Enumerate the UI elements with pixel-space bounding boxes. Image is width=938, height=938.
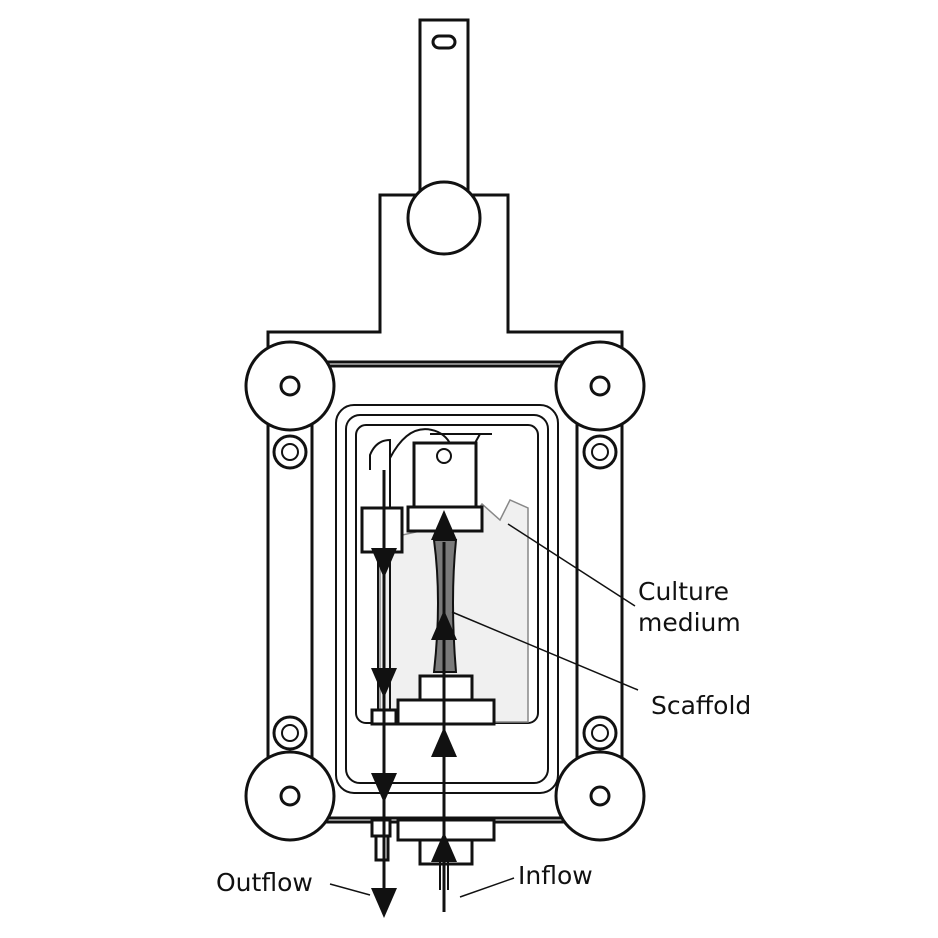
inflow-label: Inflow — [518, 861, 593, 890]
corner-wheel-top-right — [554, 340, 646, 432]
bolts — [272, 434, 618, 751]
leader-lines — [329, 523, 639, 898]
flow-arrows — [371, 470, 457, 918]
culture-medium-line1: Culture — [638, 577, 730, 606]
corner-wheel-bottom-left — [244, 750, 336, 842]
inflow-tube — [389, 428, 492, 533]
bottom-fitting — [370, 674, 496, 890]
corner-wheel-top-left — [244, 340, 336, 432]
culture-medium-line2: medium — [638, 608, 741, 637]
outflow-label: Outflow — [216, 868, 313, 897]
corner-wheel-bottom-right — [554, 750, 646, 842]
culture-medium-label: Culture medium — [638, 576, 741, 638]
scaffold-label: Scaffold — [651, 691, 752, 720]
mount-bracket — [266, 18, 624, 364]
